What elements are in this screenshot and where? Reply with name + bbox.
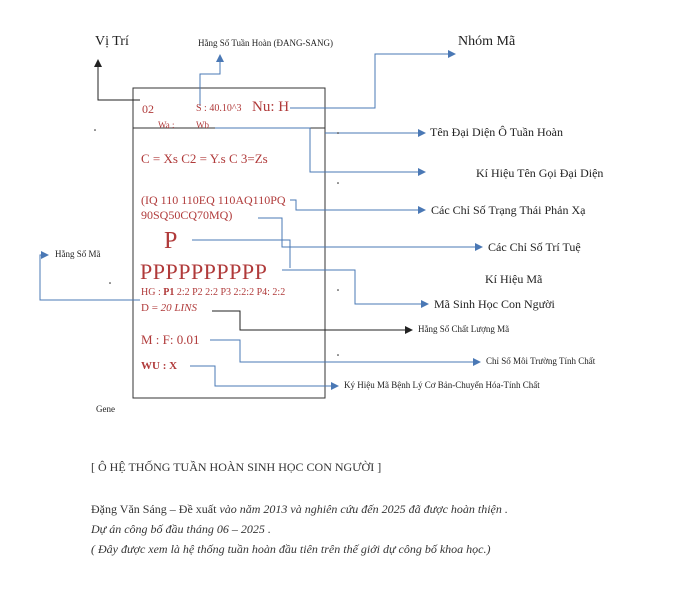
cell-wb: Wb [196, 120, 209, 130]
dot-left-2 [109, 282, 111, 284]
cell-s-value: S : 40.10^3 [196, 103, 242, 114]
ky-hieu-benh-ly-connector [190, 365, 339, 390]
hang-so-chat-luong-label: Hằng Số Chất Lượng Mã [418, 324, 510, 334]
cell-d-prefix: D = [141, 302, 161, 314]
cell-iq-line2: 90SQ50CQ70MQ) [141, 208, 233, 222]
ki-hieu-ten-label: Kí Hiệu Tên Gọi Đại Diện [476, 166, 604, 180]
cell-mf: M : F: 0.01 [141, 332, 200, 347]
cell-wu: WU : X [141, 360, 178, 372]
footer-author: Đặng Văn Sáng [91, 502, 167, 516]
ki-hieu-ma-connector [192, 239, 291, 268]
dot-right-4 [337, 354, 339, 356]
cell-p-symbol: P [164, 228, 178, 254]
hang-so-ma-connector [39, 251, 140, 301]
cell-wa: Wa : [158, 120, 175, 130]
cell-outer-border [132, 87, 326, 399]
footer-line3: ( Đây được xem là hệ thống tuần hoàn đầu… [91, 542, 491, 556]
cell-iq-line1: (IQ 110 110EQ 110AQ110PQ [141, 193, 286, 207]
chi-so-moi-truong-connector [210, 339, 481, 366]
cell-d-value: 20 LINS [160, 302, 198, 314]
ma-sinh-hoc-label: Mã Sinh Học Con Người [434, 297, 555, 311]
dot-right-2 [337, 182, 339, 184]
cell-p-code: PPPPPPPPPP [140, 259, 268, 284]
cell-nu: Nu: H [252, 99, 290, 115]
cell-hg-rest: 2:2 P2 2:2 P3 2:2:2 P4: 2:2 [174, 287, 286, 298]
cell-formula: C = Xs C2 = Y.s C 3=Zs [141, 151, 268, 166]
footer-proposed: Đề xuất [178, 502, 217, 516]
footer-line2: Dự án công bố đầu tháng 06 – 2025 . [91, 522, 271, 536]
nhom-ma-label: Nhóm Mã [458, 34, 516, 49]
cell-d: D = 20 LINS [141, 302, 197, 314]
ky-hieu-benh-ly-label: Ký Hiệu Mã Bệnh Lý Cơ Bản-Chuyển Hóa-Tín… [344, 380, 540, 390]
chi-so-trang-thai-label: Các Chỉ Số Trạng Thái Phản Xạ [431, 203, 586, 217]
cell-position-number: 02 [142, 102, 154, 116]
hang-so-ma-label: Hằng Số Mã [55, 249, 101, 259]
hang-so-tuan-hoan-connector [199, 54, 224, 106]
hang-so-chat-luong-connector [212, 310, 413, 334]
ki-hieu-ma-label: Kí Hiệu Mã [485, 272, 543, 286]
footer-title: [ Ô HỆ THỐNG TUẦN HOÀN SINH HỌC CON NGƯỜ… [91, 460, 382, 474]
cell-hg-p1: P1 [163, 287, 175, 298]
ma-sinh-hoc-connector [282, 269, 429, 308]
footer-line1-rest: vào năm 2013 và nghiên cứu đến 2025 đã đ… [216, 502, 508, 516]
chi-so-moi-truong-label: Chỉ Số Môi Trường Tính Chất [486, 356, 596, 366]
footer-dash: – [166, 502, 179, 516]
dot-left [94, 129, 96, 131]
dot-right-3 [337, 289, 339, 291]
cell-hg-prefix: HG : [141, 287, 164, 298]
dot-right-1 [337, 132, 339, 134]
chi-so-tri-tue-label: Các Chỉ Số Trí Tuệ [488, 240, 581, 254]
ten-dai-dien-label: Tên Đại Diện Ô Tuần Hoàn [430, 125, 563, 139]
vi-tri-label: Vị Trí [95, 34, 129, 49]
hang-so-tuan-hoan-label: Hằng Số Tuần Hoàn (ĐANG-SANG) [198, 38, 333, 48]
ki-hieu-ten-connector [215, 127, 426, 176]
vi-tri-connector [94, 59, 140, 101]
gene-label: Gene [96, 404, 115, 414]
chi-so-trang-thai-connector [290, 199, 426, 214]
footer-line1: Đặng Văn Sáng – Đề xuất vào năm 2013 và … [91, 502, 508, 517]
nhom-ma-connector [290, 50, 456, 109]
cell-hg: HG : P1 2:2 P2 2:2 P3 2:2:2 P4: 2:2 [141, 287, 285, 298]
chi-so-tri-tue-connector [258, 217, 483, 251]
